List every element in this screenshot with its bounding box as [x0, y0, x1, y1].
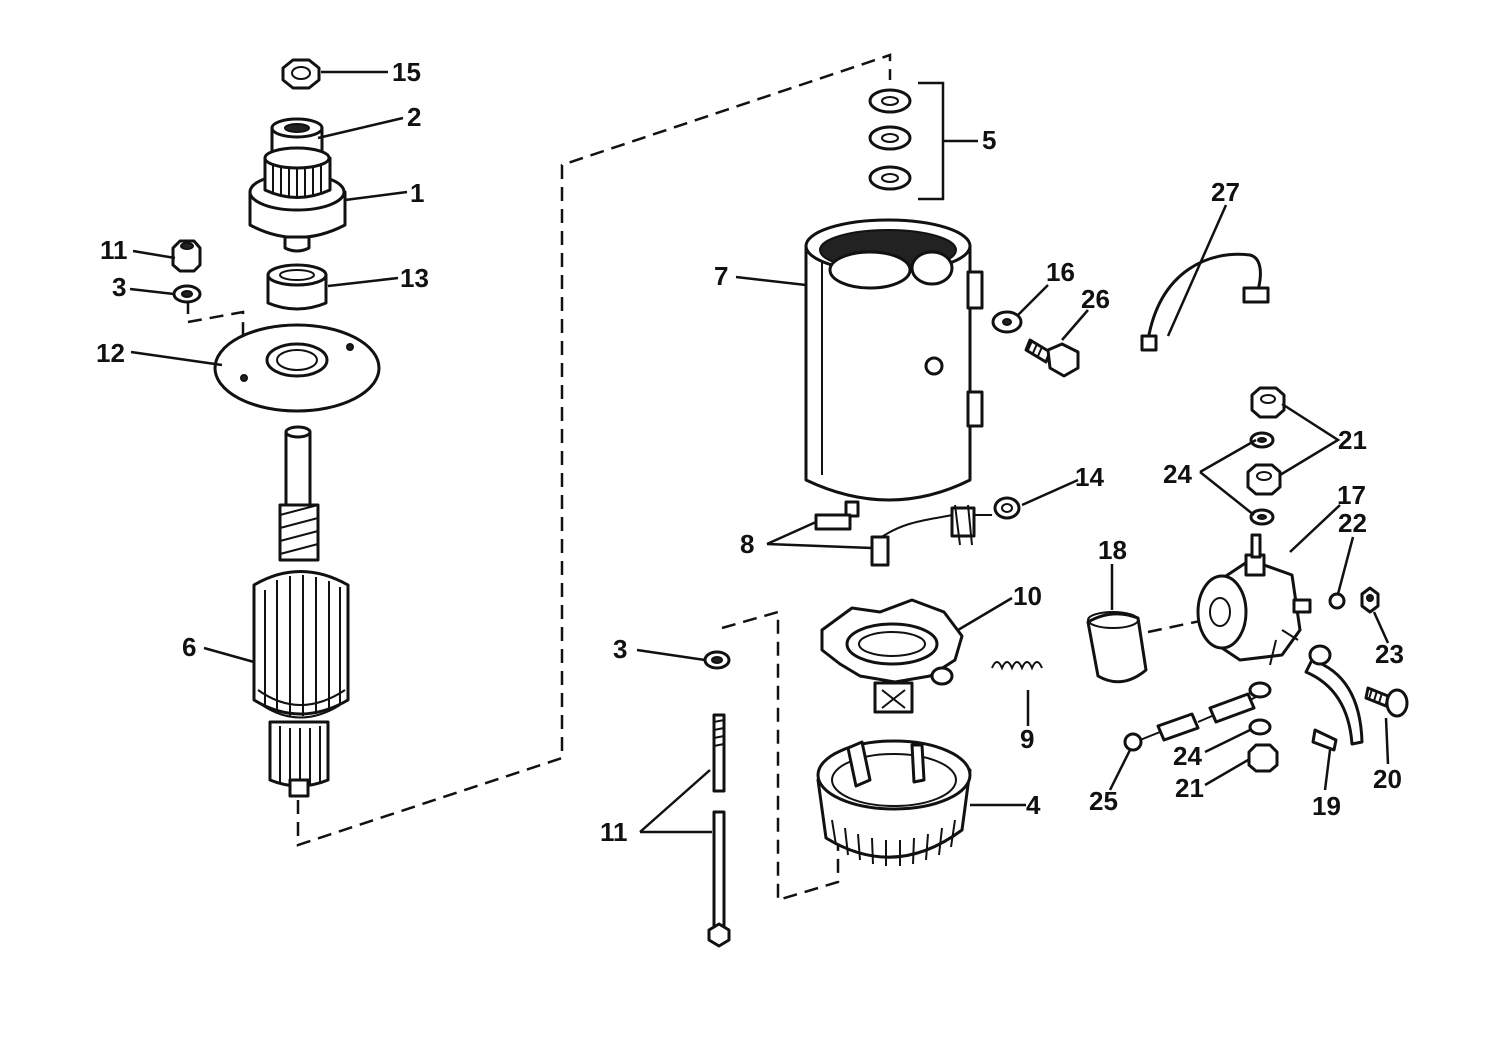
- part-24-lockwasher-middle: [1249, 508, 1275, 526]
- part-11-nut-small: [171, 239, 202, 273]
- part-13-bushing: [266, 263, 328, 311]
- part-17-solenoid: [1196, 533, 1312, 666]
- part-20-screw: [1364, 686, 1409, 718]
- part-21-nut-upper: [1250, 386, 1286, 419]
- part-5-washers: [868, 81, 978, 201]
- callout-9: 9: [1020, 724, 1034, 754]
- part-18-boot: [1086, 611, 1148, 684]
- part-19-bracket: [1304, 644, 1364, 752]
- callout-7: 7: [714, 261, 728, 291]
- callout-19: 19: [1312, 791, 1341, 821]
- callout-25: 25: [1089, 786, 1118, 816]
- callout-21-lower: 21: [1175, 773, 1204, 803]
- leader-lines: [129, 70, 1390, 834]
- part-26-bolt: [1024, 338, 1080, 378]
- part-14-nut: [993, 496, 1021, 520]
- part-3-washer-lower: [703, 650, 731, 670]
- callout-23: 23: [1375, 639, 1404, 669]
- part-12-end-plate: [213, 323, 381, 413]
- part-25-terminal-link: [1123, 692, 1263, 752]
- callout-1: 1: [410, 178, 424, 208]
- callout-8: 8: [740, 529, 754, 559]
- part-27-wire-lead: [1140, 252, 1270, 352]
- callout-4: 4: [1026, 790, 1041, 820]
- callout-27: 27: [1211, 177, 1240, 207]
- part-4-end-cap: [816, 739, 972, 866]
- callout-10: 10: [1013, 581, 1042, 611]
- callout-3-lower: 3: [613, 634, 627, 664]
- part-9-spring: [991, 661, 1043, 671]
- part-11-through-bolt-lower: [707, 810, 731, 948]
- part-10-brush-plate: [820, 598, 964, 714]
- callout-16: 16: [1046, 257, 1075, 287]
- part-21-nut-middle: [1246, 463, 1282, 496]
- part-8-brush-leads: [814, 504, 992, 567]
- part-23-nut: [1360, 586, 1380, 614]
- part-22-washer: [1328, 592, 1346, 610]
- part-1-drive-gear: [248, 146, 347, 253]
- callout-12: 12: [96, 338, 125, 368]
- part-7-frame-assembly: [804, 218, 984, 518]
- callout-21-upper: 21: [1338, 425, 1367, 455]
- part-21-nut-lower: [1247, 743, 1279, 773]
- callout-2: 2: [407, 102, 421, 132]
- callout-24-upper: 24: [1163, 459, 1192, 489]
- callout-15: 15: [392, 57, 421, 87]
- callout-20: 20: [1373, 764, 1402, 794]
- part-24-lockwasher-upper: [1249, 431, 1275, 449]
- part-6-armature: [252, 425, 350, 798]
- callout-18: 18: [1098, 535, 1127, 565]
- callout-14: 14: [1075, 462, 1104, 492]
- callout-11-lower: 11: [600, 817, 628, 847]
- callout-11-upper-left: 11: [100, 235, 128, 265]
- callout-5: 5: [982, 125, 996, 155]
- callout-labels: 15 2 1 11 3 13 12 6 5 7 16 26 27 21 24 1…: [96, 57, 1404, 847]
- callout-24-lower: 24: [1173, 741, 1202, 771]
- part-11-through-bolt-upper: [712, 713, 726, 793]
- callout-26: 26: [1081, 284, 1110, 314]
- callout-13: 13: [400, 263, 429, 293]
- part-24-lockwasher-lower: [1248, 681, 1272, 736]
- callout-6: 6: [182, 632, 196, 662]
- part-16-washer: [991, 310, 1023, 334]
- callout-22: 22: [1338, 508, 1367, 538]
- callout-17: 17: [1337, 480, 1366, 510]
- part-15-nut: [281, 58, 321, 90]
- assembly-guide-lines: [186, 53, 1206, 902]
- callout-3-upper-left: 3: [112, 272, 126, 302]
- part-3-washer-small: [172, 284, 202, 304]
